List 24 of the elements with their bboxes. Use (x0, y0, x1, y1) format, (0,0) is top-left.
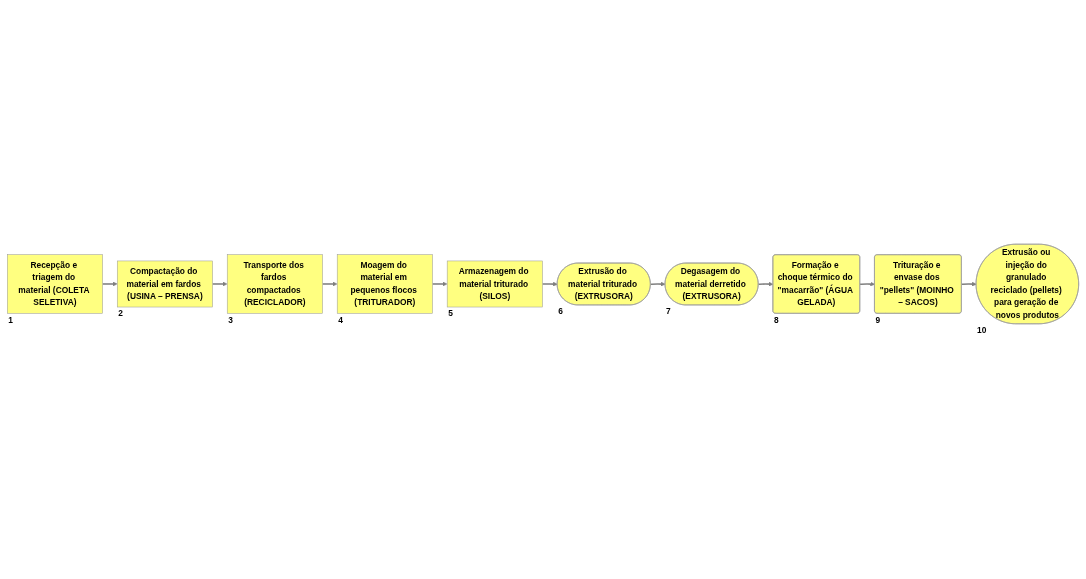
node-label: 7 (666, 306, 671, 317)
node-box: Transporte dos fardos compactados (RECICLADOR) (227, 254, 323, 314)
node-label: 6 (558, 306, 563, 317)
node-label: 3 (228, 314, 233, 325)
node-box: Recepção e triagem do material (COLETA SELETIVA) (7, 254, 103, 314)
arrow (101, 281, 118, 287)
node-label: 2 (118, 308, 123, 319)
node-label: 5 (448, 308, 453, 319)
node-label: 10 (977, 325, 987, 336)
arrow (211, 281, 228, 287)
arrow (321, 281, 338, 287)
node-label: 8 (773, 314, 779, 325)
node-label: 4 (338, 314, 343, 325)
node-label: 1 (8, 314, 13, 325)
arrow (649, 281, 666, 287)
arrow (859, 281, 875, 287)
node-label: 9 (875, 314, 881, 325)
arrow (960, 281, 977, 287)
arrow (431, 281, 448, 287)
node-box: Compactação do material em fardos (USINA – PRENSA) (117, 260, 213, 308)
node-box: Armazenagem do material triturado (SILOS) (446, 260, 543, 308)
arrow (757, 281, 774, 287)
node-box: Moagem do material em pequenos flocos (TRITURADOR) (336, 254, 433, 314)
arrow (541, 281, 558, 287)
